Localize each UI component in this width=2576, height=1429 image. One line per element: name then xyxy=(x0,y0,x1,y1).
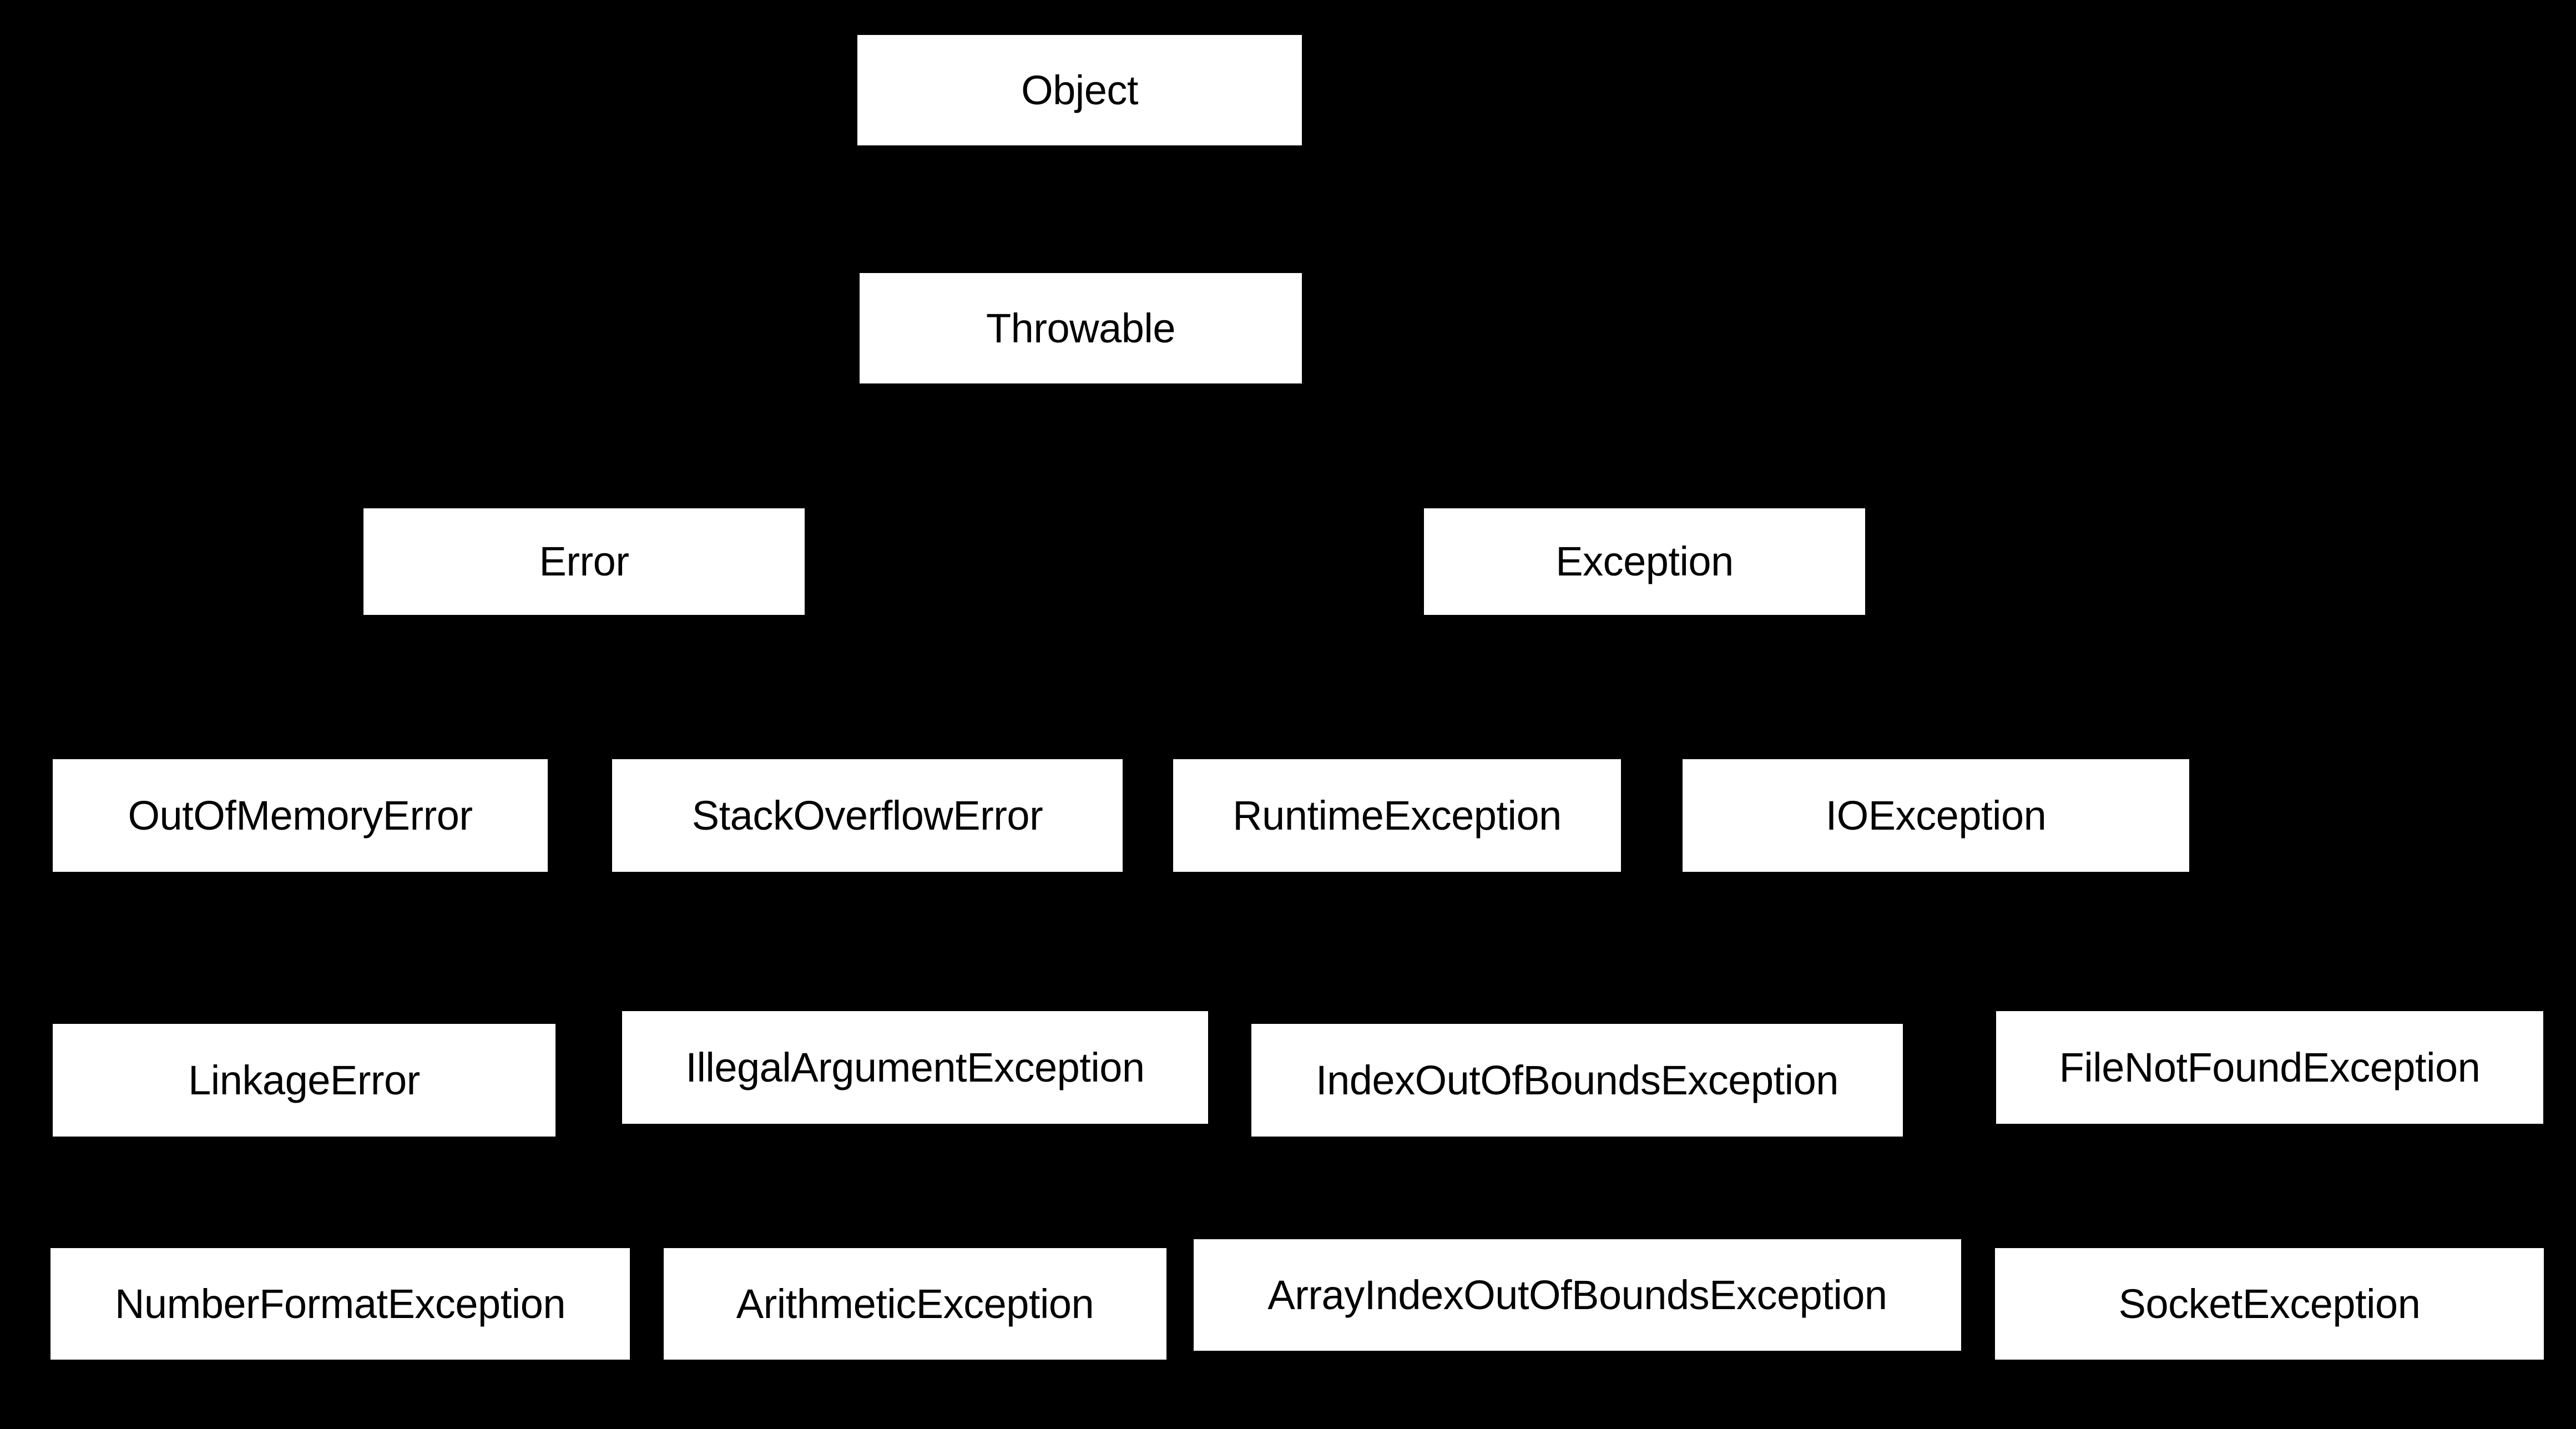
node-socket-exception[interactable]: SocketException xyxy=(1995,1248,2544,1360)
edge-error-to-out-of-memory-error xyxy=(299,687,302,759)
edge-exception-to-runtime-exception xyxy=(1395,687,1399,759)
edge-throwable-to-exception xyxy=(1643,446,1646,508)
edge-exception-to-io-exception xyxy=(1644,685,1939,689)
edge-error-to-out-of-memory-error xyxy=(300,685,588,689)
edge-exception-to-io-exception xyxy=(1643,615,1646,687)
node-linkage-error[interactable]: LinkageError xyxy=(53,1024,555,1137)
node-label: NumberFormatException xyxy=(114,1280,566,1327)
edge-error-to-stack-overflow-error xyxy=(582,615,586,687)
edge-io-exception-to-file-not-found-exception xyxy=(1936,940,2273,943)
edge-index-out-of-bounds-exception-to-array-index-out-of-bounds-exception xyxy=(1575,1188,1579,1239)
node-index-out-of-bounds-exception[interactable]: IndexOutOfBoundsException xyxy=(1251,1024,1903,1137)
edge-file-not-found-exception-to-socket-exception xyxy=(2268,1124,2271,1186)
edge-file-not-found-exception-to-socket-exception xyxy=(2269,1184,2273,1188)
node-file-not-found-exception[interactable]: FileNotFoundException xyxy=(1996,1011,2543,1124)
node-exception[interactable]: Exception xyxy=(1424,508,1865,615)
edge-object-to-throwable xyxy=(1079,209,1083,273)
edge-illegal-argument-exception-to-number-format-exception xyxy=(339,1186,342,1248)
node-label: IllegalArgumentException xyxy=(685,1044,1145,1090)
node-out-of-memory-error[interactable]: OutOfMemoryError xyxy=(53,759,548,872)
edge-object-to-throwable xyxy=(1078,145,1082,209)
edge-throwable-to-exception xyxy=(1079,383,1083,446)
edge-exception-to-io-exception xyxy=(1934,687,1938,759)
node-label: Exception xyxy=(1555,538,1734,584)
node-arithmetic-exception[interactable]: ArithmeticException xyxy=(664,1248,1166,1360)
node-illegal-argument-exception[interactable]: IllegalArgumentException xyxy=(622,1011,1208,1124)
edge-error-to-stack-overflow-error xyxy=(866,687,869,759)
edge-illegal-argument-exception-to-arithmetic-exception xyxy=(915,1184,918,1188)
edge-runtime-exception-to-illegal-argument-exception xyxy=(915,940,1401,943)
node-object[interactable]: Object xyxy=(857,35,1302,145)
node-label: StackOverflowError xyxy=(691,792,1043,839)
edge-illegal-argument-exception-to-arithmetic-exception xyxy=(913,1186,917,1248)
node-label: ArithmeticException xyxy=(736,1280,1094,1327)
edge-throwable-to-error xyxy=(582,446,586,508)
edge-exception-to-runtime-exception xyxy=(1397,685,1648,689)
edge-runtime-exception-to-index-out-of-bounds-exception xyxy=(1397,946,1580,950)
edge-out-of-memory-error-to-linkage-error xyxy=(299,872,302,948)
node-io-exception[interactable]: IOException xyxy=(1683,759,2189,872)
node-stack-overflow-error[interactable]: StackOverflowError xyxy=(612,759,1123,872)
node-label: IndexOutOfBoundsException xyxy=(1316,1057,1838,1103)
node-label: Error xyxy=(539,538,629,584)
edge-file-not-found-exception-to-socket-exception xyxy=(2267,1186,2271,1248)
node-label: Throwable xyxy=(986,305,1176,351)
edge-throwable-to-error xyxy=(584,444,1084,448)
edge-runtime-exception-to-index-out-of-bounds-exception xyxy=(1575,948,1579,1024)
node-label: SocketException xyxy=(2118,1280,2421,1327)
edge-throwable-to-exception xyxy=(1080,444,1648,448)
node-label: Object xyxy=(1021,67,1138,113)
edge-runtime-exception-to-index-out-of-bounds-exception xyxy=(1395,872,1399,948)
node-error[interactable]: Error xyxy=(363,508,805,615)
edge-illegal-argument-exception-to-arithmetic-exception xyxy=(913,1124,917,1186)
edge-out-of-memory-error-to-linkage-error xyxy=(302,948,306,1024)
node-label: FileNotFoundException xyxy=(2059,1044,2481,1090)
edge-index-out-of-bounds-exception-to-array-index-out-of-bounds-exception xyxy=(1575,1137,1579,1188)
node-label: LinkageError xyxy=(188,1057,420,1103)
edge-illegal-argument-exception-to-number-format-exception xyxy=(340,1184,918,1188)
node-label: OutOfMemoryError xyxy=(128,792,473,839)
edge-runtime-exception-to-illegal-argument-exception xyxy=(913,941,917,1011)
node-label: IOException xyxy=(1825,792,2047,839)
node-throwable[interactable]: Throwable xyxy=(860,273,1302,383)
node-runtime-exception[interactable]: RuntimeException xyxy=(1173,759,1621,872)
node-number-format-exception[interactable]: NumberFormatException xyxy=(50,1248,630,1360)
edge-io-exception-to-file-not-found-exception xyxy=(1934,872,1938,942)
edge-io-exception-to-file-not-found-exception xyxy=(2268,941,2271,1011)
node-array-index-out-of-bounds-exception[interactable]: ArrayIndexOutOfBoundsException xyxy=(1194,1239,1961,1351)
node-label: RuntimeException xyxy=(1233,792,1562,839)
edge-error-to-stack-overflow-error xyxy=(584,685,871,689)
node-label: ArrayIndexOutOfBoundsException xyxy=(1267,1271,1887,1318)
